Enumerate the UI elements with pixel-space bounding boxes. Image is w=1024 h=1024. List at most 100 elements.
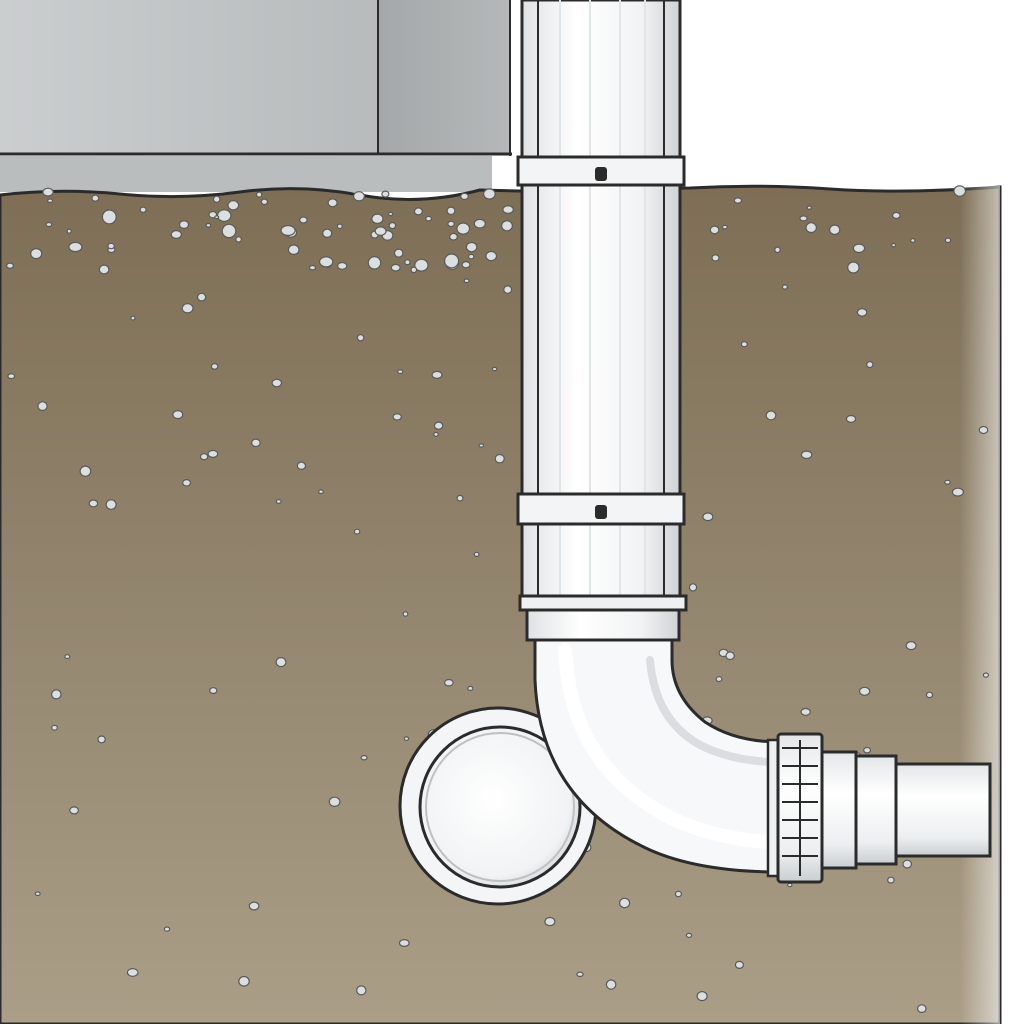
gravel-speck <box>375 227 386 235</box>
gravel-speck <box>466 243 476 252</box>
gravel-speck <box>300 217 307 223</box>
gravel-speck <box>867 362 873 368</box>
gravel-speck <box>239 977 249 987</box>
gravel-speck <box>319 490 324 494</box>
gravel-speck <box>432 371 442 378</box>
gravel-speck <box>954 186 966 196</box>
gravel-speck <box>201 454 208 460</box>
gravel-speck <box>236 237 241 242</box>
gravel-speck <box>43 188 53 196</box>
gravel-speck <box>272 379 281 386</box>
gravel-speck <box>108 243 114 248</box>
gravel-speck <box>393 414 401 420</box>
gravel-speck <box>323 229 332 237</box>
gravel-speck <box>474 219 485 228</box>
gravel-speck <box>926 692 932 697</box>
gravel-speck <box>131 316 135 320</box>
gravel-speck <box>228 201 239 210</box>
gravel-speck <box>92 195 99 201</box>
gravel-speck <box>447 207 455 214</box>
gravel-speck <box>206 224 211 228</box>
gravel-speck <box>741 342 747 347</box>
gravel-speck <box>99 265 109 274</box>
gravel-speck <box>261 199 267 204</box>
gravel-speck <box>502 221 513 231</box>
gravel-speck <box>171 231 181 239</box>
gravel-speck <box>457 495 463 501</box>
gravel-speck <box>218 210 231 222</box>
gravel-speck <box>952 488 963 496</box>
gravel-speck <box>276 658 286 667</box>
gravel-speck <box>735 961 743 968</box>
gravel-speck <box>328 199 337 207</box>
gravel-speck <box>211 364 217 370</box>
gravel-speck <box>847 416 856 423</box>
gravel-speck <box>183 480 191 486</box>
gravel-speck <box>712 255 719 261</box>
gravel-speck <box>686 933 691 937</box>
gravel-speck <box>853 244 864 252</box>
gravel-speck <box>89 500 97 507</box>
gravel-speck <box>182 304 193 313</box>
gravel-speck <box>983 673 988 677</box>
gravel-speck <box>31 249 42 259</box>
gravel-speck <box>726 652 734 660</box>
gravel-speck <box>806 223 816 233</box>
gravel-speck <box>310 266 316 270</box>
gravel-speck <box>415 208 423 215</box>
gravel-speck <box>222 224 236 237</box>
gravel-speck <box>450 233 458 240</box>
gravel-speck <box>723 225 728 229</box>
gravel-speck <box>461 193 469 199</box>
gravel-speck <box>198 293 206 301</box>
gravel-speck <box>864 748 871 753</box>
gravel-speck <box>48 199 53 202</box>
gravel-speck <box>361 756 367 760</box>
gravel-speck <box>70 807 79 814</box>
gravel-speck <box>468 686 473 690</box>
gravel-speck <box>462 262 470 268</box>
gravel-speck <box>65 655 70 659</box>
gravel-speck <box>801 709 810 716</box>
gravel-speck <box>297 462 305 469</box>
gravel-speck <box>457 223 470 234</box>
gravel-speck <box>180 221 189 229</box>
gravel-speck <box>98 736 105 743</box>
gravel-speck <box>620 898 630 907</box>
gravel-speck <box>979 427 987 434</box>
gravel-speck <box>391 264 400 271</box>
gravel-speck <box>69 242 82 251</box>
gravel-speck <box>479 444 483 447</box>
gravel-speck <box>276 500 281 504</box>
gravel-speck <box>405 260 410 265</box>
gravel-speck <box>545 918 555 926</box>
gravel-speck <box>210 688 217 694</box>
gravel-speck <box>800 216 807 221</box>
gravel-speck <box>106 500 116 510</box>
gravel-speck <box>486 252 497 261</box>
gravel-speck <box>484 189 496 199</box>
gravel-speck <box>354 192 365 201</box>
gravel-speck <box>8 374 15 379</box>
gravel-speck <box>281 226 295 236</box>
gravel-speck <box>445 254 459 268</box>
gravel-speck <box>911 239 915 243</box>
gravel-speck <box>807 206 811 209</box>
gravel-speck <box>357 335 363 341</box>
gravel-speck <box>860 687 870 695</box>
gravel-speck <box>257 192 262 197</box>
gravel-speck <box>389 223 395 229</box>
gravel-speck <box>710 226 719 234</box>
gravel-speck <box>173 411 183 419</box>
gravel-speck <box>252 439 260 446</box>
gravel-speck <box>38 402 47 411</box>
gravel-speck <box>445 680 454 686</box>
gravel-speck <box>606 980 615 989</box>
gravel-speck <box>766 411 776 420</box>
gravel-speck <box>689 584 696 591</box>
gravel-speck <box>164 927 169 931</box>
gravel-speck <box>504 286 512 293</box>
gravel-speck <box>102 210 116 224</box>
gravel-speck <box>906 642 916 650</box>
gravel-speck <box>892 244 896 247</box>
